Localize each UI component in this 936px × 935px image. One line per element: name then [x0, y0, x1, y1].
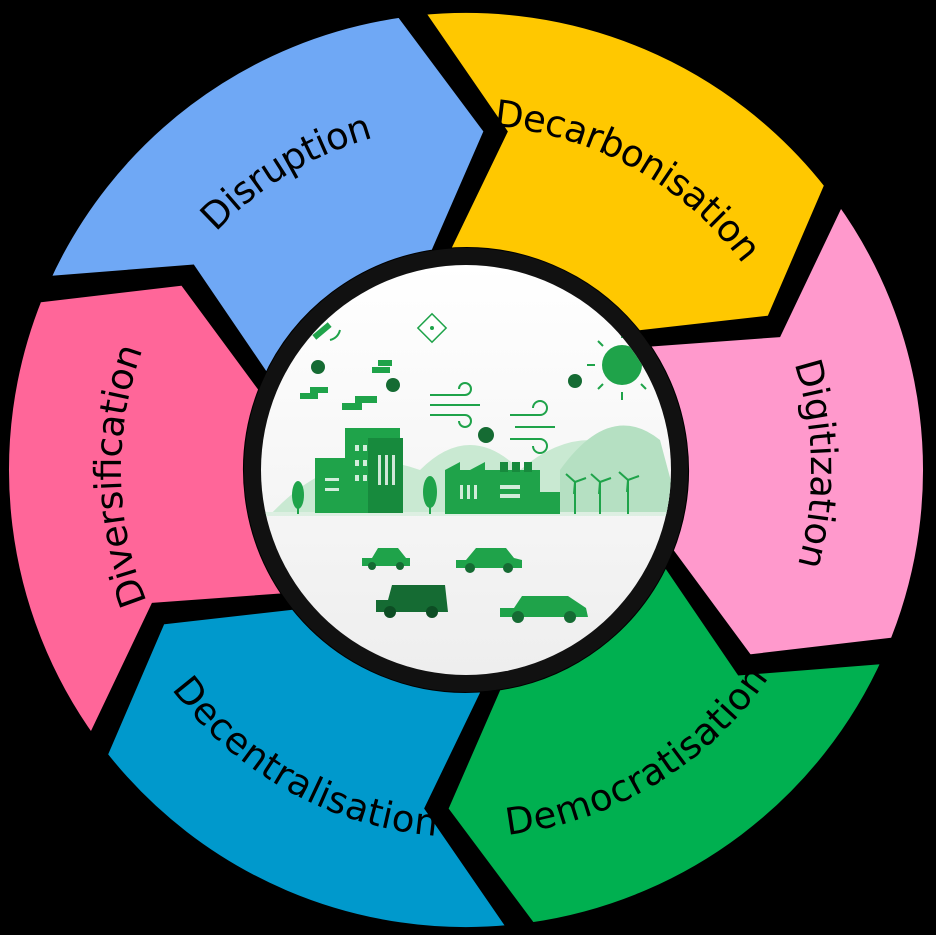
cars: [362, 548, 588, 623]
building-windows: [325, 445, 395, 491]
satellite-icon: [312, 322, 341, 341]
city-illustration: [261, 312, 671, 623]
factory: [445, 470, 540, 514]
tree: [292, 481, 304, 509]
center-hub: [244, 248, 688, 692]
factory-windows: [460, 485, 520, 499]
hill-right: [560, 425, 671, 515]
wind-icon: [430, 382, 555, 454]
wind-turbines: [565, 471, 640, 514]
info-diamond-icon: [416, 312, 448, 344]
network-nodes: [311, 360, 582, 443]
data-blocks: [300, 360, 392, 410]
tree: [423, 476, 437, 508]
